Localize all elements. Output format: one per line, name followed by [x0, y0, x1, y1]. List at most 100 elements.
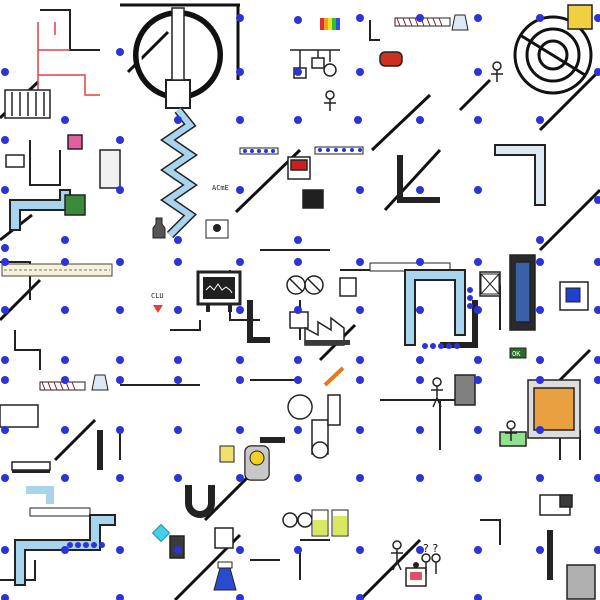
connector-node[interactable]	[356, 356, 364, 364]
connector-node[interactable]	[474, 68, 482, 76]
connector-node[interactable]	[594, 68, 600, 76]
connector-node[interactable]	[356, 376, 364, 384]
connector-node[interactable]	[416, 376, 424, 384]
connector-node[interactable]	[594, 258, 600, 266]
connector-node[interactable]	[474, 474, 482, 482]
connector-node[interactable]	[1, 258, 9, 266]
connector-node[interactable]	[594, 196, 600, 204]
robot-icon[interactable]	[405, 562, 427, 587]
connector-node[interactable]	[1, 68, 9, 76]
connector-node[interactable]	[1, 426, 9, 434]
connector-node[interactable]	[416, 306, 424, 314]
connector-node[interactable]	[416, 116, 424, 124]
connector-node[interactable]	[61, 474, 69, 482]
connector-node[interactable]	[294, 426, 302, 434]
monitor-icon[interactable]	[196, 270, 242, 312]
connector-node[interactable]	[174, 258, 182, 266]
connector-node[interactable]	[236, 546, 244, 554]
connector-node[interactable]	[356, 546, 364, 554]
connector-node[interactable]	[116, 258, 124, 266]
connector-node[interactable]	[236, 356, 244, 364]
connector-node[interactable]	[474, 356, 482, 364]
connector-node[interactable]	[536, 116, 544, 124]
connector-node[interactable]	[294, 16, 302, 24]
connector-node[interactable]	[536, 356, 544, 364]
connector-node[interactable]	[536, 474, 544, 482]
connector-node[interactable]	[116, 426, 124, 434]
power-button[interactable]	[565, 287, 581, 303]
connector-node[interactable]	[356, 426, 364, 434]
ok-panel[interactable]	[509, 347, 527, 359]
connector-node[interactable]	[116, 186, 124, 194]
connector-node[interactable]	[354, 116, 362, 124]
connector-node[interactable]	[236, 376, 244, 384]
connector-node[interactable]	[294, 376, 302, 384]
connector-node[interactable]	[536, 426, 544, 434]
connector-node[interactable]	[294, 306, 302, 314]
connector-node[interactable]	[61, 546, 69, 554]
connector-node[interactable]	[61, 376, 69, 384]
connector-node[interactable]	[174, 474, 182, 482]
connector-node[interactable]	[594, 376, 600, 384]
connector-node[interactable]	[536, 546, 544, 554]
connector-node[interactable]	[356, 474, 364, 482]
connector-node[interactable]	[474, 306, 482, 314]
gem-icon[interactable]	[151, 523, 171, 543]
connector-node[interactable]	[416, 546, 424, 554]
connector-node[interactable]	[236, 426, 244, 434]
connector-node[interactable]	[236, 474, 244, 482]
connector-node[interactable]	[174, 546, 182, 554]
connector-node[interactable]	[294, 258, 302, 266]
connector-node[interactable]	[116, 474, 124, 482]
connector-node[interactable]	[236, 258, 244, 266]
connector-node[interactable]	[236, 68, 244, 76]
connector-node[interactable]	[294, 546, 302, 554]
connector-node[interactable]	[116, 356, 124, 364]
connector-node[interactable]	[174, 356, 182, 364]
connector-node[interactable]	[416, 426, 424, 434]
connector-node[interactable]	[236, 116, 244, 124]
connector-node[interactable]	[474, 258, 482, 266]
connector-node[interactable]	[536, 376, 544, 384]
connector-node[interactable]	[356, 306, 364, 314]
connector-node[interactable]	[1, 356, 9, 364]
connector-node[interactable]	[1, 306, 9, 314]
connector-node[interactable]	[1, 546, 9, 554]
connector-node[interactable]	[294, 68, 302, 76]
connector-node[interactable]	[594, 14, 600, 22]
connector-node[interactable]	[536, 14, 544, 22]
connector-node[interactable]	[116, 136, 124, 144]
connector-node[interactable]	[594, 546, 600, 554]
connector-node[interactable]	[594, 306, 600, 314]
connector-node[interactable]	[236, 306, 244, 314]
connector-node[interactable]	[474, 546, 482, 554]
connector-node[interactable]	[174, 306, 182, 314]
connector-node[interactable]	[236, 14, 244, 22]
connector-node[interactable]	[61, 306, 69, 314]
connector-node[interactable]	[1, 186, 9, 194]
connector-node[interactable]	[174, 426, 182, 434]
connector-node[interactable]	[474, 14, 482, 22]
connector-node[interactable]	[356, 14, 364, 22]
connector-node[interactable]	[1, 474, 9, 482]
connector-node[interactable]	[474, 116, 482, 124]
connector-node[interactable]	[294, 474, 302, 482]
connector-node[interactable]	[536, 306, 544, 314]
connector-node[interactable]	[594, 356, 600, 364]
connector-node[interactable]	[474, 426, 482, 434]
connector-node[interactable]	[236, 594, 244, 600]
connector-node[interactable]	[356, 594, 364, 600]
connector-node[interactable]	[416, 14, 424, 22]
connector-node[interactable]	[294, 116, 302, 124]
connector-node[interactable]	[61, 258, 69, 266]
connector-node[interactable]	[474, 376, 482, 384]
connector-node[interactable]	[174, 236, 182, 244]
connector-node[interactable]	[61, 356, 69, 364]
connector-node[interactable]	[294, 356, 302, 364]
connector-node[interactable]	[1, 244, 9, 252]
connector-node[interactable]	[116, 376, 124, 384]
connector-node[interactable]	[116, 546, 124, 554]
connector-node[interactable]	[1, 376, 9, 384]
connector-node[interactable]	[356, 186, 364, 194]
connector-node[interactable]	[416, 258, 424, 266]
